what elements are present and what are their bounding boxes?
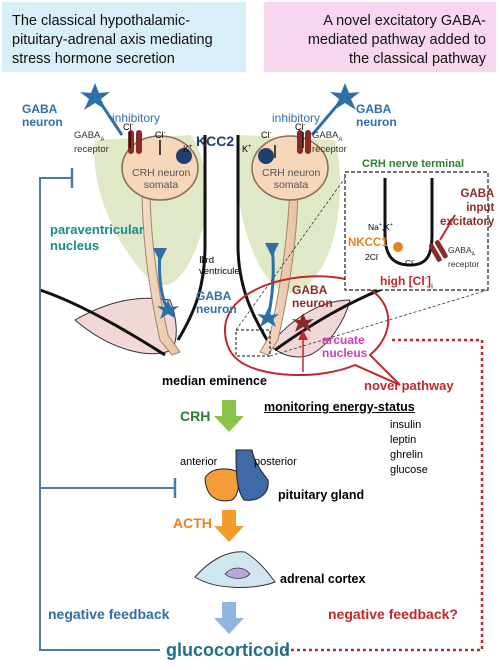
left-header-line-2: pituitary-adrenal axis mediating (12, 32, 213, 48)
energy-signals-list: insulin leptin ghrelin glucose (390, 418, 428, 478)
na-k-label: Na+,K+ (368, 222, 393, 232)
right-header-box: A novel excitatory GABA- mediated pathwa… (264, 2, 496, 72)
gaba-neuron-star-arcuate (292, 313, 314, 332)
cl-ion-label-4: Cl- (295, 122, 306, 132)
glucocorticoid-label: glucocorticoid (166, 640, 291, 660)
median-eminence-left (74, 297, 177, 355)
ventricle-wall-right (236, 135, 272, 346)
signal-ghrelin: ghrelin (390, 449, 424, 461)
right-header-line-1: A novel excitatory GABA- (323, 13, 486, 29)
cl-zoom-label: Cl- (405, 258, 415, 268)
feedback-dotted-line (285, 338, 484, 652)
kcc2-label: KCC2 (196, 133, 235, 149)
feedback-line (39, 177, 175, 651)
glucocorticoid-arrow (214, 602, 244, 634)
crh-axon-left (141, 184, 181, 356)
median-eminence-label: median eminence (162, 374, 267, 388)
zoom-source-box (235, 329, 271, 357)
left-header-line-3: stress hormone secretion (12, 51, 175, 67)
cl-ion-label-3: Cl- (261, 130, 272, 140)
negative-feedback-question-label: negative feedback? (328, 606, 458, 622)
k-ion-label-left: K+ (183, 144, 193, 154)
adrenal-label: adrenal cortex (280, 572, 366, 586)
nerve-terminal-zoom-box (344, 171, 489, 291)
anterior-label: anterior (180, 456, 218, 468)
acth-label: ACTH (173, 515, 212, 531)
inhibitory-right-label: inhibitory (272, 111, 321, 125)
left-header-box: The classical hypothalamic- pituitary-ad… (2, 2, 246, 72)
negative-feedback-label: negative feedback (48, 606, 170, 622)
gaba-receptor-right (297, 130, 311, 154)
high-cl-label: high [Cl-]i (380, 274, 433, 291)
crh-axon-right (259, 184, 299, 356)
posterior-pituitary (235, 449, 269, 501)
right-header-line-3: the classical pathway (348, 51, 486, 67)
signal-leptin: leptin (390, 434, 417, 446)
nkcc1-label: NKCC1 (348, 237, 388, 249)
crh-label: CRH (180, 408, 211, 424)
crh-arrow (214, 400, 244, 432)
anterior-pituitary (204, 468, 240, 502)
monitoring-label: monitoring energy-status (264, 400, 415, 414)
inhibitory-left-label: inhibitory (112, 111, 161, 125)
two-cl-label: 2Cl- (365, 252, 380, 262)
pituitary-label: pituitary gland (278, 488, 365, 502)
signal-insulin: insulin (390, 419, 422, 431)
gaba-neuron-star-mid-right (257, 308, 279, 327)
ventricle-wall-left (176, 135, 207, 341)
novel-pathway-label: novel pathway (364, 378, 454, 393)
posterior-label: posterior (254, 456, 297, 468)
gaba-neuron-star-mid-left (157, 300, 179, 319)
signal-glucose: glucose (390, 464, 428, 476)
acth-arrow (214, 510, 244, 542)
kcc2-transporter-left (176, 148, 192, 164)
nkcc1-transporter (393, 242, 403, 252)
crh-terminal-label: CRH nerve terminal (362, 158, 465, 170)
left-header-line-1: The classical hypothalamic- (12, 13, 191, 29)
gaba-receptor-zoom (428, 240, 448, 262)
cl-ion-label-2: Cl- (155, 130, 166, 140)
arcuate-region (223, 275, 401, 386)
kcc2-transporter-right (258, 148, 274, 164)
cl-ion-label-1: Cl- (123, 122, 134, 132)
gaba-neuron-star-left (80, 83, 110, 110)
k-ion-label-right: K+ (242, 144, 252, 154)
right-header-line-2: mediated pathway added to (307, 32, 486, 48)
